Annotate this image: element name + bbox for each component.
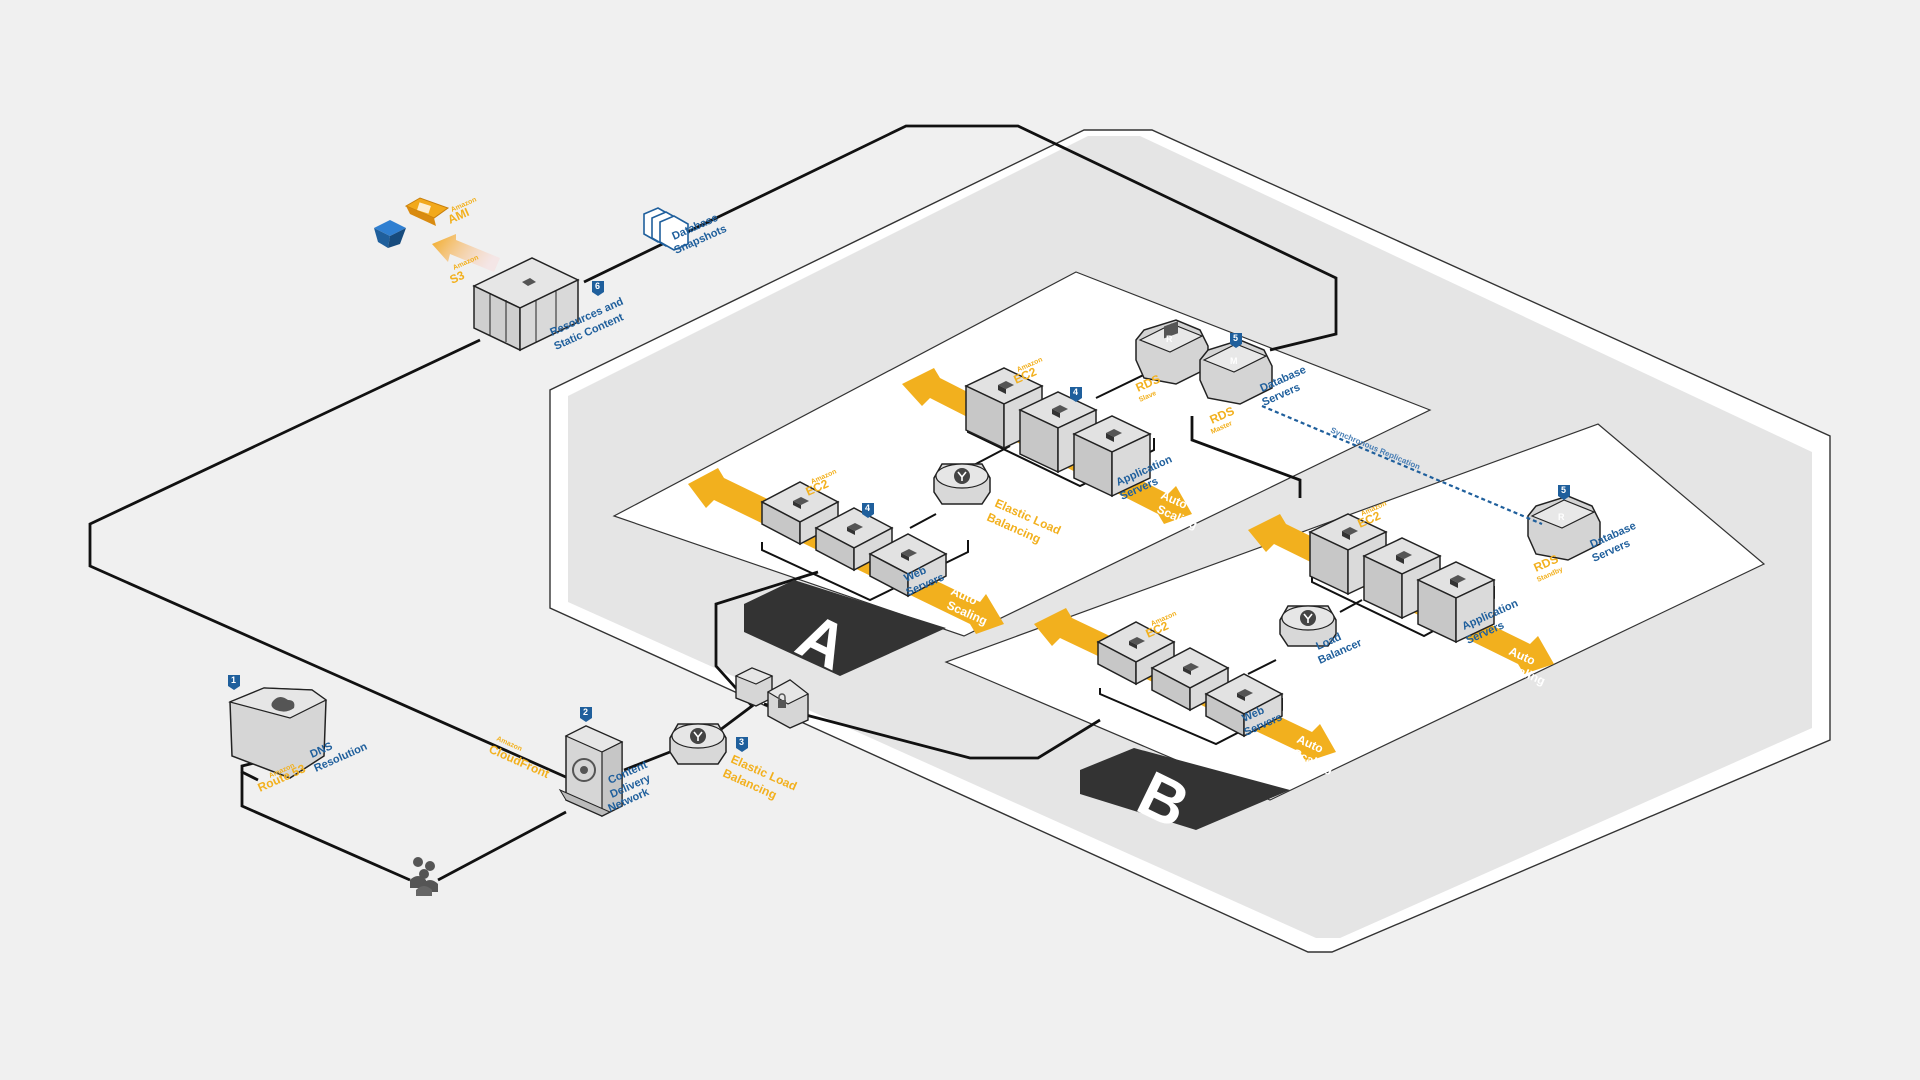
route53-icon [228, 687, 328, 779]
svg-text:4: 4 [865, 503, 870, 513]
elb-main-icon [669, 723, 727, 765]
users-icon [410, 857, 438, 896]
badge-4-zone-a-web: 4 [862, 503, 874, 518]
database-snapshots-icon [643, 207, 689, 251]
vpc-router-lock-icon [766, 679, 810, 729]
zone-a-rds-master-icon: M [1199, 339, 1273, 405]
vpn-gateway-icon [734, 667, 774, 707]
svg-text:3: 3 [739, 737, 744, 747]
ami-icon [404, 197, 450, 226]
svg-text:2: 2 [583, 707, 588, 717]
zone-a-web-bracket [761, 540, 969, 602]
s3-service-label: S3 [448, 268, 467, 287]
rds-to-zone-b-line [1190, 416, 1302, 498]
svg-text:R: R [1166, 334, 1173, 344]
badge-5-zone-b-db: 5 [1558, 485, 1570, 500]
vpc-inner-region [568, 136, 1812, 938]
zone-b-rds-standby-icon: R [1527, 495, 1601, 561]
svg-text:R: R [1558, 512, 1565, 522]
zone-b-web-to-lb-line [1247, 659, 1277, 675]
badge-4-zone-a-app: 4 [1070, 387, 1082, 402]
zone-a-rds-slave-icon: R [1135, 319, 1209, 385]
synchronous-replication-line [1261, 404, 1543, 526]
svg-text:M: M [1230, 356, 1238, 366]
svg-text:5: 5 [1233, 333, 1238, 343]
badge-1: 1 [228, 675, 240, 690]
zone-a-elb-to-app-line [971, 445, 1011, 467]
elb-to-zones-line [714, 570, 819, 732]
zone-a-tab: A [744, 580, 946, 684]
zone-a-web-to-elb-line [909, 513, 937, 529]
s3-to-ami-arrow [432, 234, 500, 272]
cloudfront-to-s3-loop-line [88, 338, 569, 780]
s3-icon [472, 257, 580, 352]
route53-to-users-line [240, 772, 411, 882]
cloudfront-to-elb-line [623, 750, 671, 772]
network-route-line [240, 760, 259, 782]
svg-text:4: 4 [1073, 387, 1078, 397]
s3-to-rds-loop-line [583, 124, 1338, 352]
zone-b-lb-to-app-line [1339, 599, 1363, 613]
svg-text:5: 5 [1561, 485, 1566, 495]
zone-a-elb-icon [933, 463, 991, 505]
elb-to-zone-b-line [763, 702, 1101, 760]
badge-6-s3: 6 [592, 281, 604, 296]
badge-5-zone-a-db: 5 [1230, 333, 1242, 348]
badge-3: 3 [736, 737, 748, 752]
users-to-cloudfront-line [437, 810, 567, 882]
s3-bucket-icon [374, 220, 406, 248]
cloudfront-icon [558, 725, 624, 817]
svg-text:6: 6 [595, 281, 600, 291]
svg-text:1: 1 [231, 675, 236, 685]
badge-2: 2 [580, 707, 592, 722]
